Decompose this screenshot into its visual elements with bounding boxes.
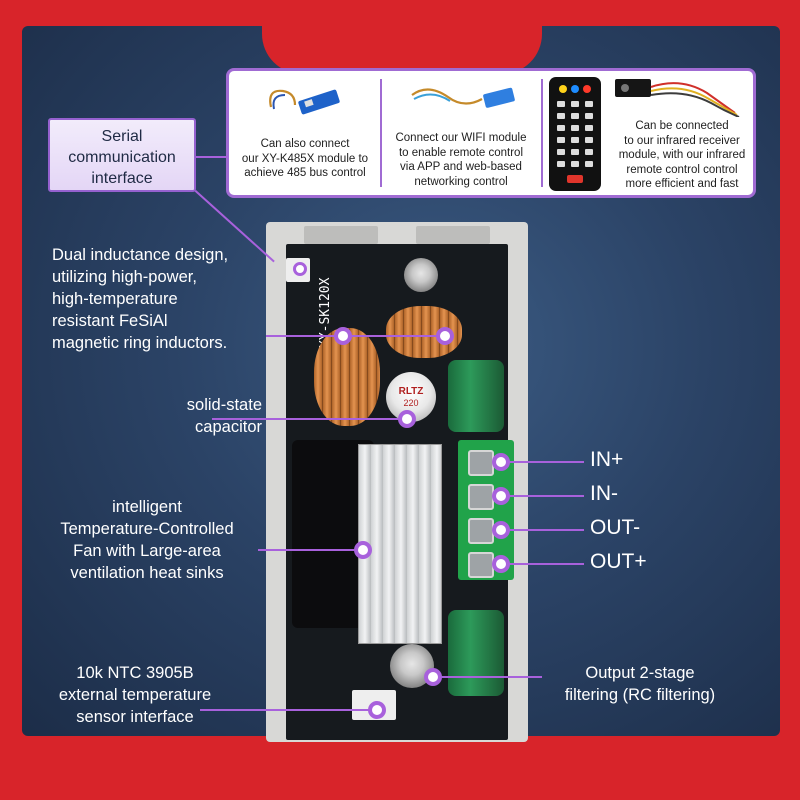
- inductor-callout-dot: [334, 327, 352, 345]
- inductor-callout-line: [266, 335, 446, 337]
- rs485-module-cell: Can also connect our XY-K485X module to …: [229, 71, 379, 195]
- cell2-line-3: via APP and web-based: [400, 161, 522, 173]
- terminal-screw: [468, 484, 494, 510]
- remote-control-icon: [549, 77, 601, 191]
- terminal-line-in-minus: [500, 495, 584, 497]
- fan-callout-dot: [354, 541, 372, 559]
- top-notch: [262, 18, 542, 74]
- inductor-label-line-2: utilizing high-power,: [52, 268, 197, 286]
- case-slot: [416, 226, 490, 244]
- capacitor-brand: RLTZ: [398, 386, 424, 397]
- cell2-line-1: Connect our WIFI module: [395, 132, 527, 144]
- ntc-callout-dot: [368, 701, 386, 719]
- capacitor-callout-dot: [398, 410, 416, 428]
- fan-label-line-3: Fan with Large-area: [73, 542, 221, 560]
- ntc-label: 10k NTC 3905B external temperature senso…: [28, 662, 242, 728]
- filter-callout-dot: [424, 668, 442, 686]
- serial-interface-label: Serial communication interface: [48, 118, 196, 192]
- capacitor-label-line-1: solid-state: [186, 396, 262, 414]
- cell2-line-4: networking control: [414, 175, 508, 188]
- capacitor-callout-line: [212, 418, 402, 420]
- heat-sink: [358, 444, 442, 644]
- strip-divider: [541, 79, 543, 187]
- filter-label-line-2: filtering (RC filtering): [564, 686, 716, 704]
- inductor-label-line-1: Dual inductance design,: [52, 246, 229, 264]
- strip-divider: [380, 79, 382, 187]
- case-slot: [304, 226, 378, 244]
- terminal-line-in-plus: [500, 461, 584, 463]
- electrolytic-capacitor-top: [448, 360, 504, 432]
- fan-callout-line: [258, 549, 362, 551]
- fan-label-line-4: ventilation heat sinks: [70, 564, 224, 582]
- inductor-label-line-5: magnetic ring inductors.: [52, 334, 228, 352]
- terminal-label-in-minus: IN-: [590, 482, 618, 505]
- ntc-callout-line: [200, 709, 376, 711]
- terminal-dot-in-minus: [492, 487, 510, 505]
- cell3-line-4: remote control control: [626, 163, 738, 176]
- cell2-line-2: to enable remote control: [398, 146, 524, 159]
- ntc-label-line-1: 10k NTC 3905B: [76, 664, 194, 682]
- inductor-label: Dual inductance design, utilizing high-p…: [52, 244, 272, 354]
- wifi-module-cell: Connect our WIFI module to enable remote…: [382, 71, 540, 195]
- filter-callout-line: [432, 676, 542, 678]
- terminal-label-out-plus: OUT+: [590, 550, 647, 573]
- inductor-left: [314, 328, 380, 426]
- terminal-screw: [468, 552, 494, 578]
- terminal-screw: [468, 450, 494, 476]
- infrared-module-cell: Can be connected to our infrared receive…: [543, 71, 753, 195]
- wifi-module-icon: [411, 87, 515, 108]
- terminal-line-out-plus: [500, 563, 584, 565]
- accessory-strip: Can also connect our XY-K485X module to …: [226, 68, 756, 198]
- terminal-dot-out-minus: [492, 521, 510, 539]
- ntc-label-line-2: external temperature: [58, 686, 212, 704]
- ntc-label-line-3: sensor interface: [76, 708, 194, 726]
- cell3-line-2: to our infrared receiver: [624, 134, 740, 147]
- serial-label-line-1: Serial: [101, 128, 143, 145]
- cell3-line-5: more efficient and fast: [625, 178, 739, 190]
- serial-callout-dot: [293, 262, 307, 276]
- terminal-line-out-minus: [500, 529, 584, 531]
- inductor-label-line-3: high-temperature: [52, 290, 178, 308]
- terminal-screw: [468, 518, 494, 544]
- serial-label-line-2: communication: [68, 149, 176, 166]
- fan-label-line-1: intelligent: [112, 498, 182, 516]
- inductor-label-line-4: resistant FeSiAl: [52, 312, 168, 330]
- terminal-label-in-plus: IN+: [590, 448, 624, 471]
- electrolytic-capacitor-bottom: [448, 610, 504, 696]
- cell3-line-1: Can be connected: [635, 120, 729, 132]
- fan-label-line-2: Temperature-Controlled: [60, 520, 234, 538]
- serial-label-line-3: interface: [91, 170, 153, 187]
- capacitor-value: 220: [403, 398, 419, 408]
- terminal-dot-out-plus: [492, 555, 510, 573]
- filter-label: Output 2-stage filtering (RC filtering): [540, 662, 740, 706]
- fan-label: intelligent Temperature-Controlled Fan w…: [36, 496, 258, 584]
- infrared-receiver-icon: [615, 79, 740, 117]
- cell1-line-2: our XY-K485X module to: [241, 152, 369, 165]
- rs485-module-icon: [269, 89, 340, 115]
- serial-strip-connector: [196, 156, 228, 158]
- capacitor-label: solid-state capacitor: [120, 394, 262, 438]
- terminal-label-out-minus: OUT-: [590, 516, 641, 539]
- inductor-callout-dot: [436, 327, 454, 345]
- filter-label-line-1: Output 2-stage: [585, 664, 695, 682]
- capacitor-label-line-2: capacitor: [195, 418, 262, 436]
- small-capacitor: [404, 258, 438, 292]
- cell1-line-1: Can also connect: [260, 138, 350, 150]
- terminal-dot-in-plus: [492, 453, 510, 471]
- cell1-line-3: achieve 485 bus control: [244, 167, 366, 179]
- cell3-line-3: module, with our infrared: [618, 149, 746, 161]
